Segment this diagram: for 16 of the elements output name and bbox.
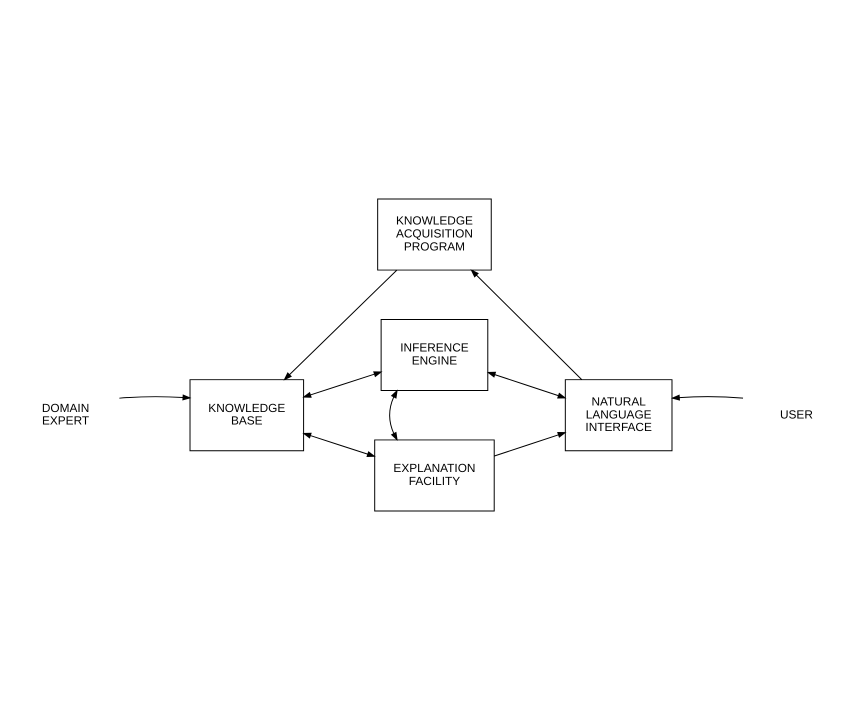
arrow bbox=[302, 432, 376, 457]
arrow bbox=[470, 269, 582, 380]
arrow bbox=[283, 270, 398, 381]
node-box: KNOWLEDGE ACQUISITION PROGRAM bbox=[377, 198, 492, 271]
arrow bbox=[670, 394, 744, 401]
arrow bbox=[486, 372, 566, 398]
node-text: USER bbox=[780, 407, 813, 422]
node-box: NATURAL LANGUAGE INTERFACE bbox=[564, 379, 672, 452]
node-text: DOMAIN EXPERT bbox=[42, 400, 90, 428]
node-box: KNOWLEDGE BASE bbox=[190, 379, 304, 452]
node-box: INFERENCE ENGINE bbox=[380, 318, 488, 392]
arrow bbox=[389, 389, 398, 442]
arrow bbox=[494, 432, 567, 456]
node-box: EXPLANATION FACILITY bbox=[374, 439, 495, 512]
arrow bbox=[302, 371, 383, 398]
arrow bbox=[118, 394, 192, 401]
